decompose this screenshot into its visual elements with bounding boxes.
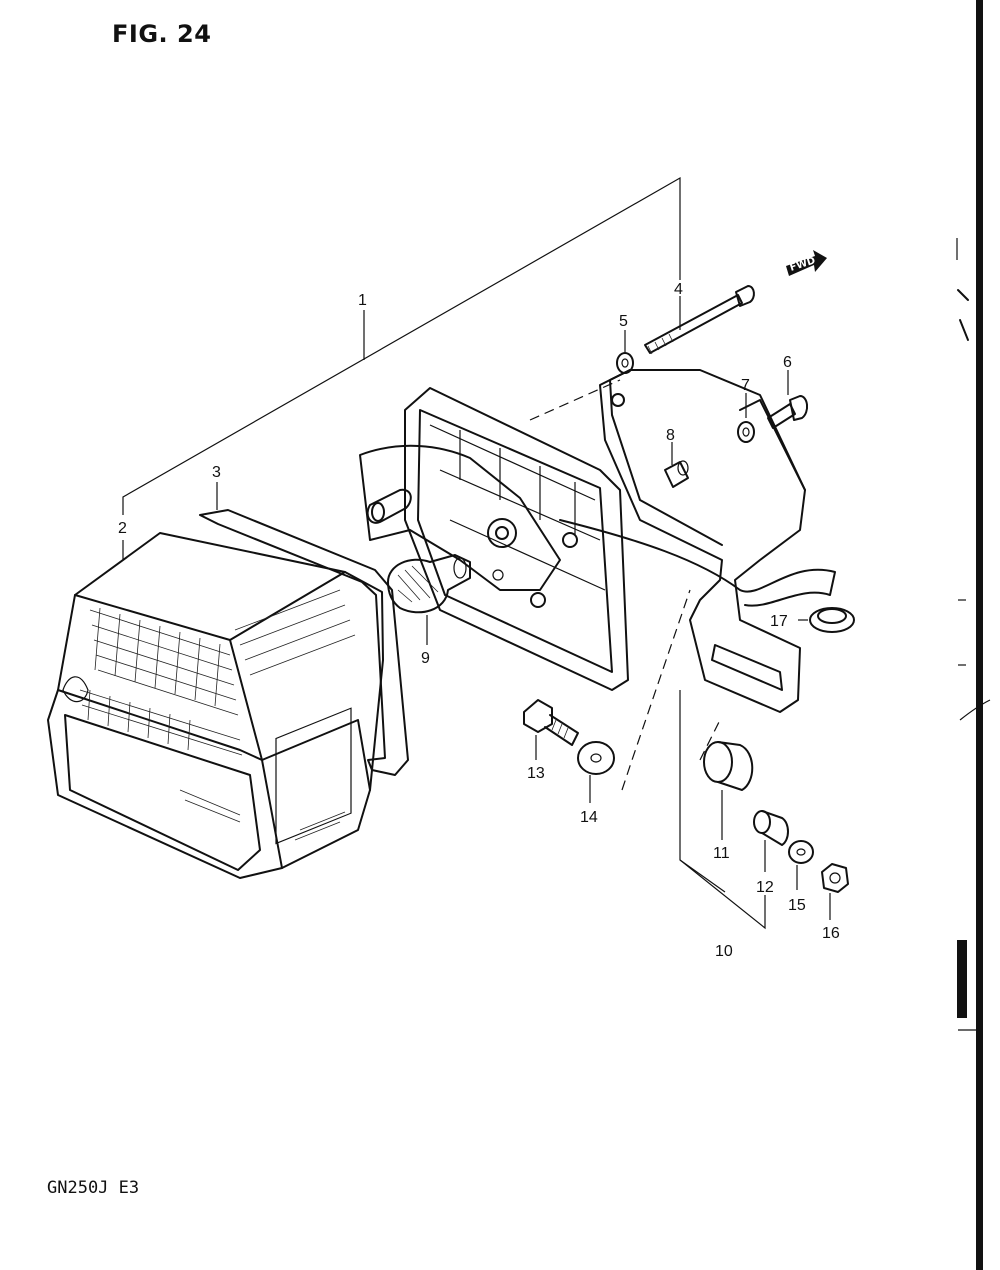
nut-16 <box>821 863 849 893</box>
scan-edge-marks <box>956 238 991 1031</box>
callout-10: 10 <box>715 943 733 960</box>
callout-15: 15 <box>788 897 806 914</box>
callout-labels: 1 2 3 4 5 6 7 8 9 10 11 12 13 14 15 16 1… <box>118 281 840 960</box>
screw-6 <box>767 395 808 429</box>
callout-3: 3 <box>212 464 221 481</box>
bolt-13 <box>523 699 579 746</box>
fwd-arrow-icon: FWD <box>786 250 827 276</box>
callout-7: 7 <box>741 377 750 394</box>
callout-13: 13 <box>527 765 545 782</box>
taillight-base <box>359 387 836 691</box>
collar-12 <box>753 810 789 846</box>
damper-11 <box>703 741 754 791</box>
callout-14: 14 <box>580 809 598 826</box>
mounting-bolt-long <box>644 285 755 355</box>
callout-16: 16 <box>822 925 840 942</box>
model-code: GN250J E3 <box>47 1178 140 1198</box>
callout-12: 12 <box>756 879 774 896</box>
callout-1: 1 <box>358 292 367 309</box>
callout-5: 5 <box>619 313 628 330</box>
leader-lines <box>122 176 831 930</box>
fwd-label: FWD <box>789 255 817 274</box>
taillight-lens <box>47 532 384 879</box>
bulb <box>387 554 471 614</box>
grommet-17 <box>809 607 855 633</box>
callout-4: 4 <box>674 281 683 298</box>
page-edge-bar <box>976 0 983 1270</box>
washer-14 <box>577 741 615 775</box>
callout-9: 9 <box>421 650 430 667</box>
license-bracket <box>599 369 806 713</box>
callout-2: 2 <box>118 520 127 537</box>
figure-title: FIG. 24 <box>112 20 212 48</box>
callout-8: 8 <box>666 427 675 444</box>
callout-11: 11 <box>713 845 730 862</box>
washer-15 <box>788 840 814 864</box>
callout-17: 17 <box>770 613 788 630</box>
washer-5 <box>616 352 634 374</box>
callout-6: 6 <box>783 354 792 371</box>
lens-gasket <box>199 509 409 776</box>
